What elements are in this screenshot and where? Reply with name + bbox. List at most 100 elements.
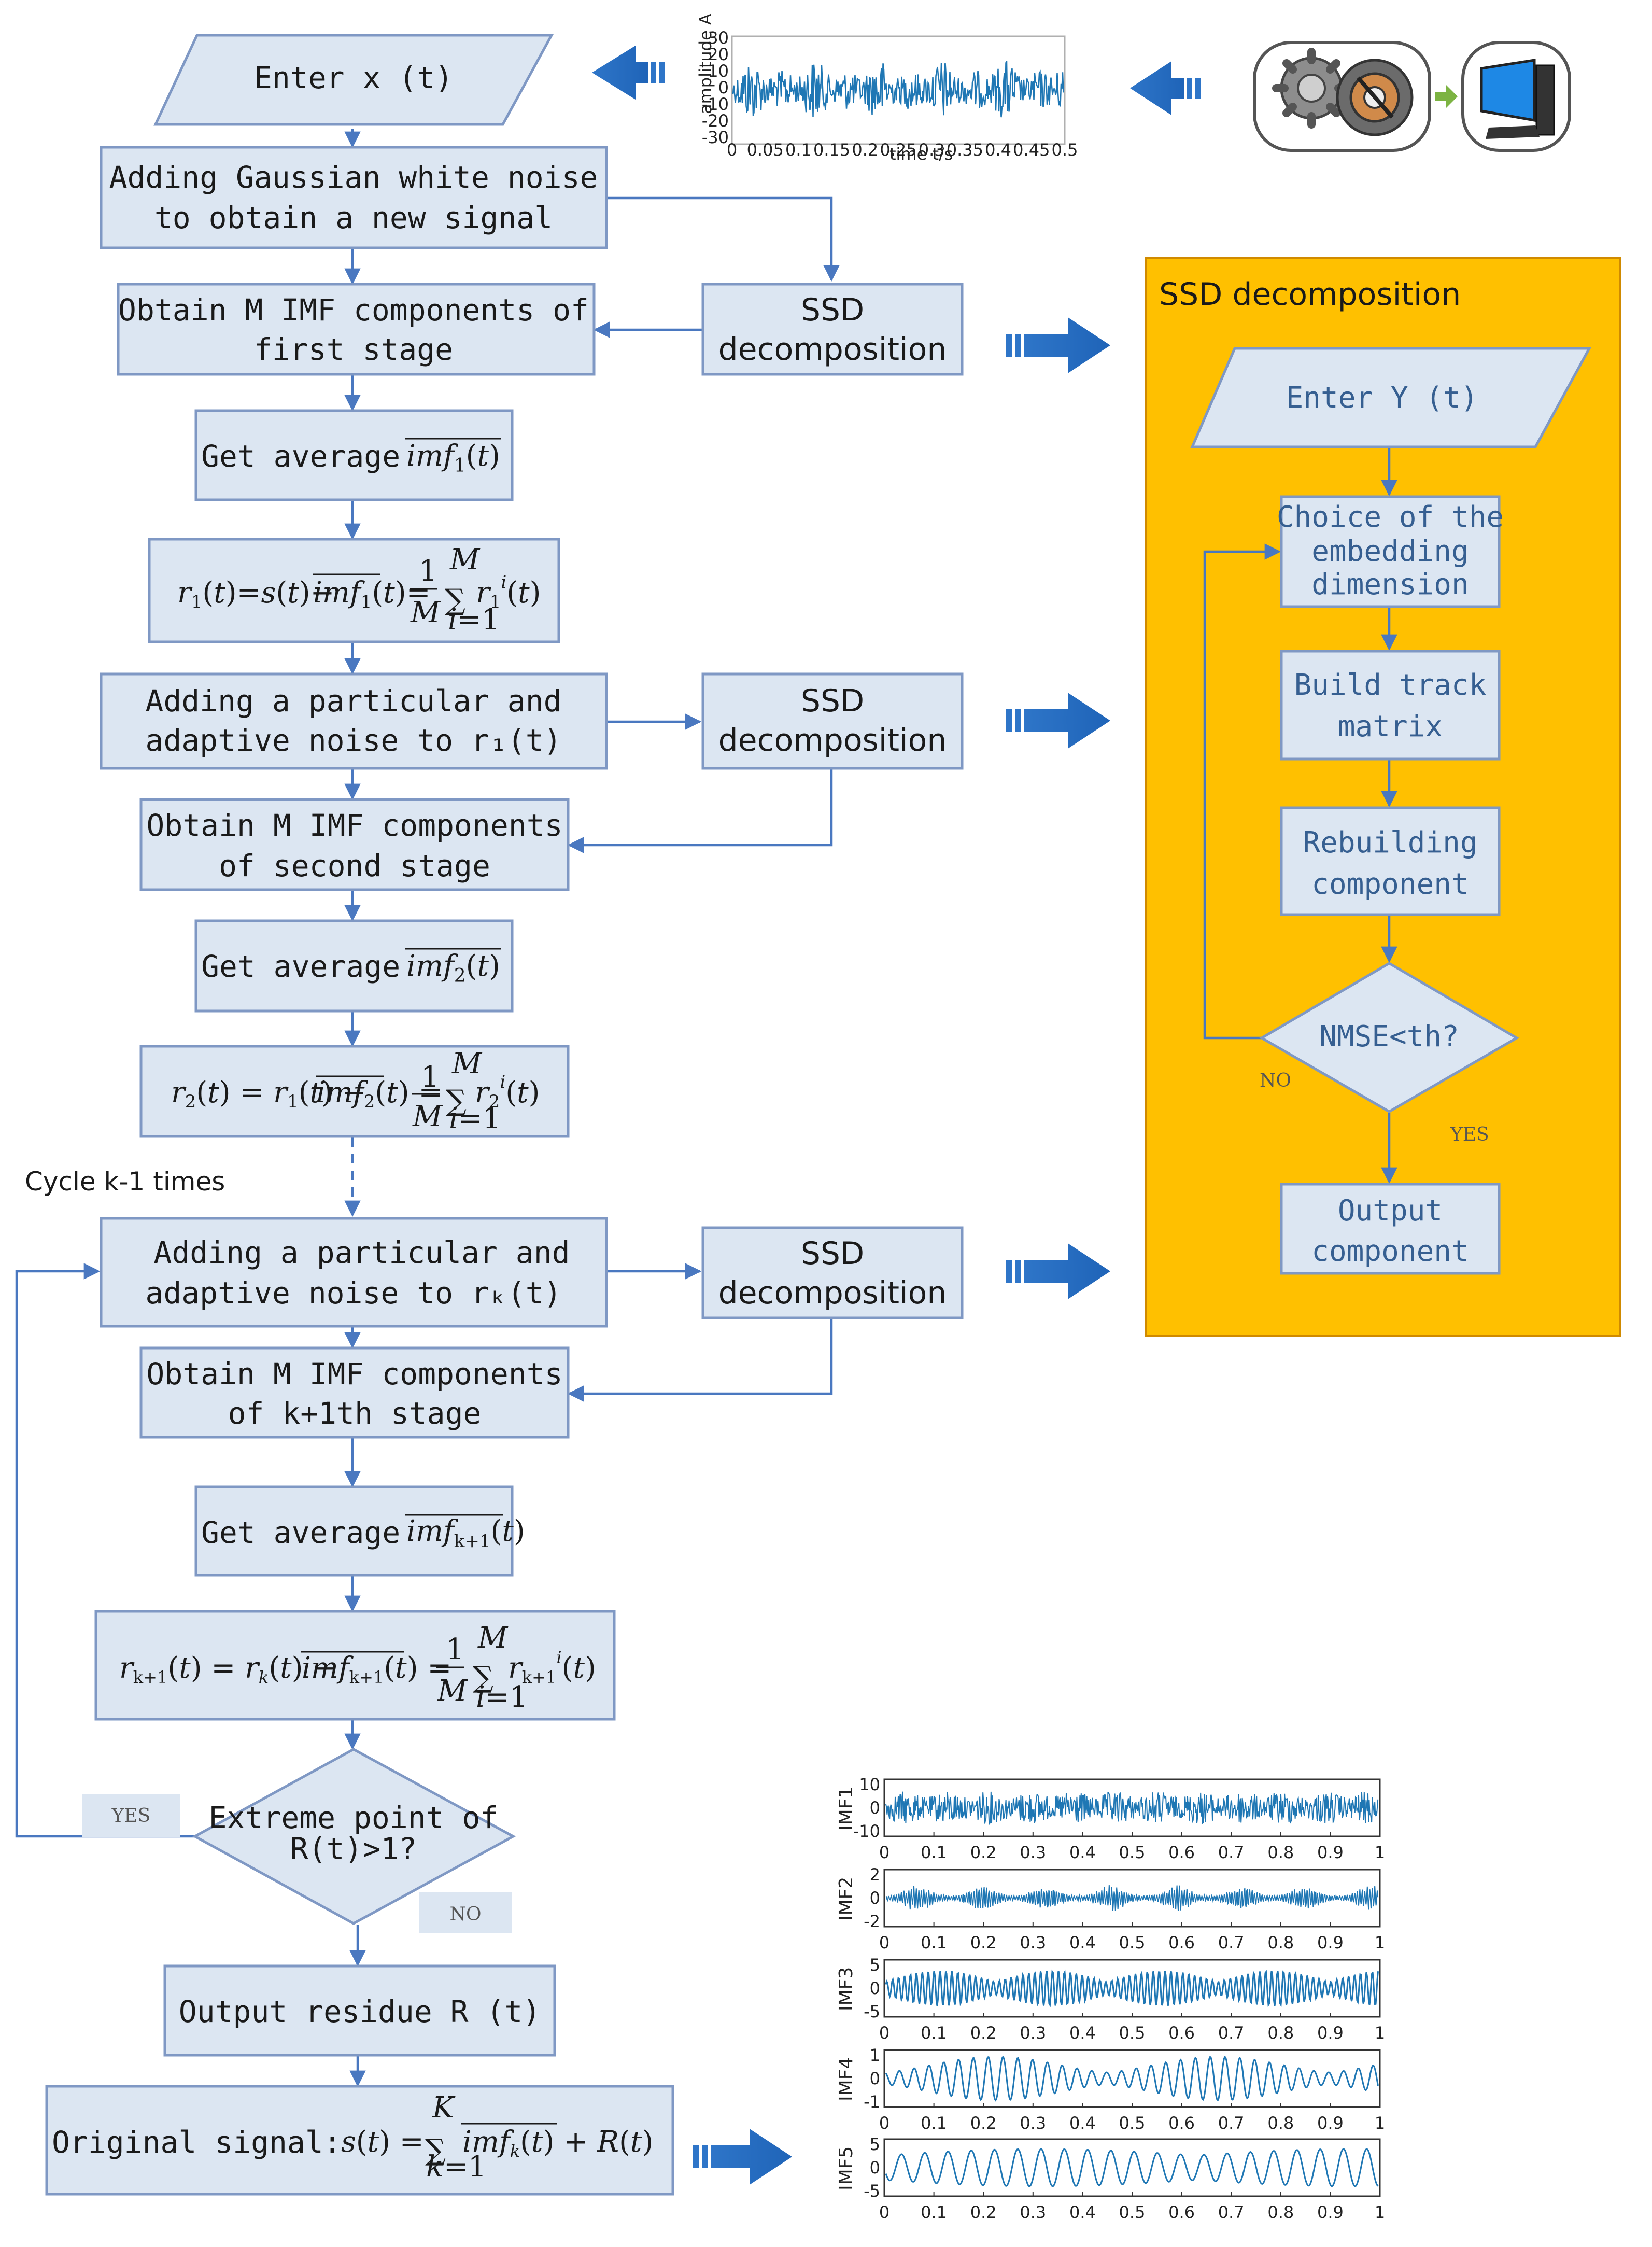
signal-xtick: 0 [727,140,737,160]
svg-text:component: component [1311,1234,1469,1268]
enter-y-node: Enter Y (t) [1190,347,1592,448]
imf-xtick: 0.6 [1168,2023,1195,2043]
svg-text:decomposition: decomposition [718,1275,947,1311]
arrow-left-to-enter-x [592,46,665,100]
build-track-matrix-node: Build track matrix [1280,650,1501,761]
imf-xtick: 0.4 [1069,2202,1096,2222]
signal-xtick: 0.25 [880,140,916,160]
svg-text:matrix: matrix [1338,710,1443,743]
imf-xtick: 0.9 [1317,2023,1344,2043]
svg-text:imf1(t)=: imf1(t)= [313,576,431,612]
svg-text:1: 1 [446,1633,464,1666]
imf-ytick: -2 [864,1912,880,1931]
imf-xtick: 0.7 [1218,1843,1245,1862]
imf-ytick: -5 [864,2002,880,2021]
signal-xtick: 0.3 [919,140,945,160]
signal-xtick: 0.5 [1052,140,1078,160]
svg-text:time t/s: time t/s [889,144,953,164]
r1-formula-node: r1(t)=s(t)− imf1(t)= 1 M ∑ M i=1 r1i(t) [148,538,560,643]
svg-text:Choice of the: Choice of the [1277,500,1504,534]
imf-xtick: 0.4 [1069,2113,1096,2133]
svg-text:Build track: Build track [1294,668,1487,702]
imf-xtick: 0.9 [1317,1843,1344,1862]
output-residue-node: Output residue R (t) [163,1964,556,2057]
imf-waveform [885,1969,1379,2007]
extreme-point-decision: Extreme point of R(t)>1? [192,1748,516,1925]
imf-waveform [885,1791,1379,1826]
imf-xtick: 0.5 [1119,1933,1146,1953]
imf-xtick: 0.2 [970,2202,997,2222]
imf-ytick: 5 [870,2134,880,2154]
svg-text:Obtain M IMF components: Obtain M IMF components [146,1356,562,1392]
imf-xtick: 0.1 [921,1933,947,1953]
svg-text:amplitude A: amplitude A [696,13,715,114]
imf-xtick: 0.2 [970,1843,997,1862]
imf-xtick: 0.8 [1267,2202,1294,2222]
imf-waveform [885,1885,1379,1911]
imf-xtick: 0 [879,2113,889,2133]
get-average-1-node: Get average imf1(t) [194,409,514,501]
get-average-k1-node: Get average imfk+1(t) [194,1485,525,1577]
svg-text:decomposition: decomposition [718,331,947,368]
imf-label: IMF4 [836,2057,857,2101]
imf-xtick: 0.3 [1020,1933,1046,1953]
imf-xtick: 0 [879,1933,889,1953]
svg-text:M: M [437,1674,468,1708]
imf-xtick: 0.1 [921,1843,947,1862]
imf-xtick: 0.7 [1218,1933,1245,1953]
machine-gear-icon [1253,41,1431,152]
rebuilding-component-node: Rebuilding component [1280,806,1501,916]
imf-xtick: 0.4 [1069,1843,1096,1862]
svg-text:NMSE<th?: NMSE<th? [1319,1020,1459,1054]
imf-xtick: 0.1 [921,2023,947,2043]
imf-xtick: 0.6 [1168,1933,1195,1953]
svg-text:SSD: SSD [801,683,864,719]
svg-text:dimension: dimension [1311,568,1469,601]
imf-ytick: 0 [870,1888,880,1908]
adding-particular-noise-1-node: Adding a particular and adaptive noise t… [100,672,608,770]
imf-label: IMF5 [836,2146,857,2190]
imf-ytick: 0 [870,2158,880,2178]
imf-xtick: 0.9 [1317,2113,1344,2133]
svg-text:SSD decomposition: SSD decomposition [1159,276,1461,313]
original-signal-node: Original signal: s(t) = ∑ K k=1 imfk(t) … [45,2085,674,2196]
svg-text:imf2(t) =: imf2(t) = [316,1076,443,1112]
imf-xtick: 0.8 [1267,1843,1294,1862]
imf-xtick: 0.2 [970,1933,997,1953]
imf-waveform [885,2055,1379,2102]
imf-label: IMF1 [836,1787,857,1831]
svg-text:r1i(t): r1i(t) [476,572,541,612]
svg-text:r2i(t): r2i(t) [475,1072,540,1112]
signal-ytick: -20 [702,111,729,131]
imf-xtick: 0.5 [1119,1843,1146,1862]
output-component-node: Output component [1280,1183,1501,1275]
imf-xtick: 0 [879,1843,889,1862]
svg-text:Adding a particular and: Adding a particular and [153,1235,570,1270]
svg-text:adaptive noise to r₁(t): adaptive noise to r₁(t) [145,723,561,758]
imf-xtick: 0.7 [1218,2202,1245,2222]
imf-xtick: 1 [1375,2023,1385,2043]
signal-ytick: 30 [708,28,729,48]
svg-text:Extreme point of: Extreme point of [209,1800,499,1835]
imf-ytick: 2 [870,1865,880,1885]
imf-waveform [885,2148,1379,2187]
svg-text:Adding a particular and: Adding a particular and [145,683,561,719]
signal-xtick: 0.15 [813,140,850,160]
imf-xtick: 0.5 [1119,2202,1146,2222]
imf-xtick: 0 [879,2023,889,2043]
svg-text:Enter Y (t): Enter Y (t) [1286,381,1478,415]
imf-xtick: 0 [879,2202,889,2222]
svg-text:imf2(t): imf2(t) [406,949,500,987]
svg-text:∑: ∑ [425,2133,446,2167]
imf-ytick: 0 [870,1978,880,1998]
imf-xtick: 0.6 [1168,1843,1195,1862]
signal-xtick: 0.4 [985,140,1011,160]
svg-text:1: 1 [421,1060,440,1094]
imf-xtick: 0.1 [921,2113,947,2133]
svg-text:i=1: i=1 [449,1102,501,1135]
